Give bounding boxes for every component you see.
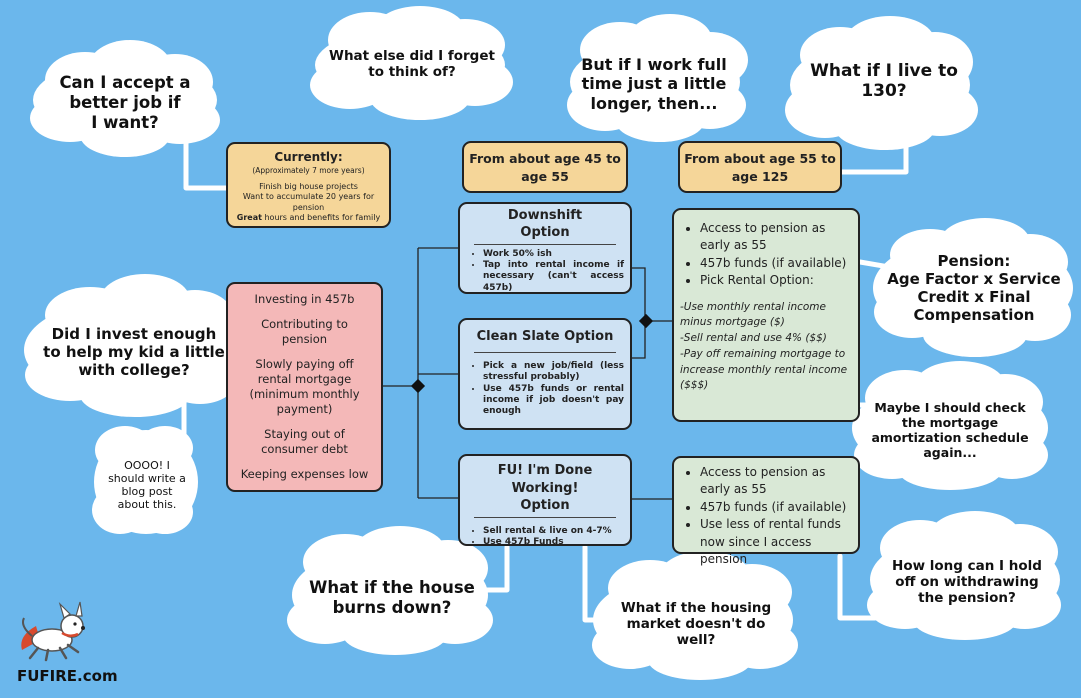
tail-house-burns <box>475 544 510 593</box>
tail-live-130 <box>835 137 909 175</box>
action-paying-mortgage: Slowly paying off rental mortgage (minim… <box>249 357 360 416</box>
pension-early-bullet-rental: Pick Rental Option: <box>700 272 852 289</box>
cloud-housing-market <box>592 551 798 680</box>
fu-option-title: FU! I'm Done Working! Option <box>497 463 593 514</box>
current-actions-box: Investing in 457b Contributing to pensio… <box>226 282 383 492</box>
pension-fu-bullet-rental: Use less of rental funds now since I acc… <box>700 516 852 568</box>
cloud-text-live-130: What if I live to 130? <box>810 60 958 101</box>
tail-better-job <box>183 137 231 191</box>
action-no-consumer-debt: Staying out of consumer debt <box>261 427 348 456</box>
currently-title: Currently: <box>274 150 343 164</box>
cloud-blog-post <box>92 426 198 534</box>
currently-box: Currently: (Approximately 7 more years) … <box>226 142 391 228</box>
fu-option-bullets: Sell rental & live on 4-7% Use 457b Fund… <box>466 526 624 549</box>
cloud-pension-formula <box>873 218 1073 357</box>
tail-housing-market <box>582 544 601 623</box>
pension-early-bullet-access: Access to pension as early as 55 <box>700 220 852 255</box>
tail-invest-enough <box>157 399 187 439</box>
currently-line-2: Want to accumulate 20 years for pension <box>242 192 375 212</box>
action-expenses-low: Keeping expenses low <box>240 467 369 482</box>
connector-clean-right <box>632 321 646 359</box>
fu-bullet-457b: Use 457b Funds <box>483 537 624 548</box>
clean-slate-title: Clean Slate Option <box>476 329 614 344</box>
clean-slate-divider <box>474 352 616 354</box>
cloud-text-better-job: Can I accept a better job if I want? <box>59 73 191 132</box>
action-contributing-pension: Contributing to pension <box>261 317 348 347</box>
fu-option-divider <box>474 516 616 518</box>
phase-header-45-55: From about age 45 to age 55 <box>462 141 628 193</box>
downshift-title: Downshift Option <box>507 208 583 240</box>
pension-fu-bullet-access: Access to pension as early as 55 <box>700 464 852 499</box>
cloud-text-amortization: Maybe I should check the mortgage amorti… <box>871 400 1029 460</box>
cloud-house-burns <box>287 526 493 655</box>
action-investing-457b: Investing in 457b <box>254 292 355 306</box>
cloud-text-pension-formula: Pension: Age Factor x Service Credit x F… <box>887 252 1061 324</box>
cloud-forget <box>310 6 513 120</box>
pension-early-box: Access to pension as early as 55 457b fu… <box>672 208 860 422</box>
cloud-text-forget: What else did I forget to think of? <box>329 47 495 80</box>
tail-pension-formula <box>857 259 898 271</box>
pension-early-bullets: Access to pension as early as 55 457b fu… <box>680 220 852 290</box>
site-logo-text[interactable]: FUFIRE.com <box>17 667 118 685</box>
cloud-live-130 <box>785 16 978 150</box>
downshift-bullets: Work 50% ish Tap into rental income if n… <box>466 249 624 294</box>
fu-bullet-sell-rental: Sell rental & live on 4-7% <box>483 526 624 537</box>
clean-slate-option-box: Clean Slate Option Pick a new job/field … <box>458 318 632 430</box>
downshift-option-box: Downshift Option Work 50% ish Tap into r… <box>458 202 632 294</box>
cloud-text-house-burns: What if the house burns down? <box>309 578 475 617</box>
cloud-hold-off <box>867 511 1061 640</box>
rental-note-monthly: -Use monthly rental income minus mortgag… <box>680 300 826 329</box>
rental-note-sell: -Sell rental and use 4% ($$) <box>680 332 827 345</box>
clean-slate-bullet-new-job: Pick a new job/field (less stressful pro… <box>483 361 624 384</box>
cloud-text-invest-enough: Did I invest enough to help my kid a lit… <box>43 325 225 379</box>
cloud-invest-enough <box>24 274 240 417</box>
phase-header-55-125: From about age 55 to age 125 <box>678 141 842 193</box>
dog-mascot-icon <box>21 601 85 662</box>
clean-slate-bullets: Pick a new job/field (less stressful pro… <box>466 361 624 417</box>
cloud-text-blog-post: OOOO! I should write a blog post about t… <box>108 458 186 512</box>
clean-slate-bullet-457b: Use 457b funds or rental income if job d… <box>483 384 624 418</box>
pension-early-spacer <box>680 290 852 300</box>
tail-hold-off <box>837 553 878 621</box>
connector-downshift-right <box>632 267 646 321</box>
pension-fu-bullets: Access to pension as early as 55 457b fu… <box>680 464 852 568</box>
currently-line-1: Finish big house projects <box>259 182 358 191</box>
currently-line-3-rest: hours and benefits for family <box>261 213 381 223</box>
pension-early-bullet-457b: 457b funds (if available) <box>700 255 852 272</box>
currently-line-3-bold: Great <box>236 213 262 223</box>
junction-diamond-right <box>638 313 654 329</box>
currently-line-3: Great hours and benefits for family <box>228 213 389 223</box>
downshift-bullet-rental: Tap into rental income if necessary (can… <box>483 260 624 294</box>
cloud-amortization <box>852 361 1048 490</box>
junction-diamond-left <box>410 378 426 394</box>
cloud-text-work-longer: But if I work full time just a little lo… <box>581 55 727 113</box>
downshift-divider <box>474 243 616 245</box>
cloud-better-job <box>30 40 220 157</box>
downshift-bullet-work: Work 50% ish <box>483 249 624 260</box>
cloud-work-longer <box>567 14 748 142</box>
cloud-text-housing-market: What if the housing market doesn't do we… <box>620 599 772 649</box>
rental-note-payoff: -Pay off remaining mortgage to increase … <box>680 347 848 392</box>
fu-option-box: FU! I'm Done Working! Option Sell rental… <box>458 454 632 549</box>
cloud-text-hold-off: How long can I hold off on withdrawing t… <box>892 557 1042 607</box>
pension-fu-bullet-457b: 457b funds (if available) <box>700 499 852 516</box>
pension-fu-box: Access to pension as early as 55 457b fu… <box>672 456 860 566</box>
currently-subtitle: (Approximately 7 more years) <box>252 166 365 175</box>
